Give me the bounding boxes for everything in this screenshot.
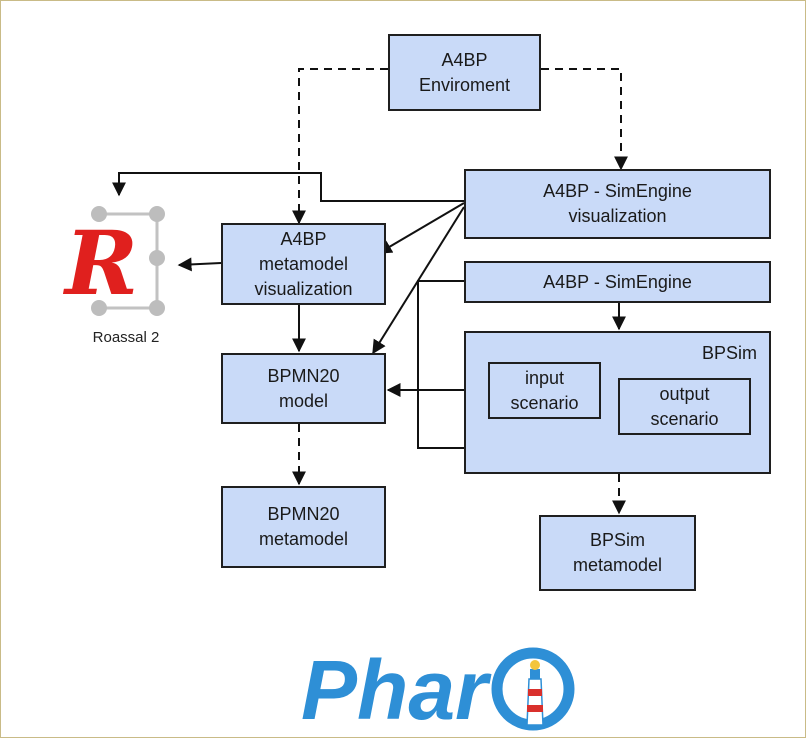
node-metamodel-visualization: A4BP metamodel visualization — [221, 223, 386, 305]
pharo-wordmark: Phar — [301, 643, 492, 737]
edge-metamodel-vis-to-roassal — [177, 257, 222, 272]
node-bpsim-metamodel: BPSim metamodel — [539, 515, 696, 591]
node-bpmn20-metamodel: BPMN20 metamodel — [221, 486, 386, 568]
node-input-scenario: input scenario — [488, 362, 601, 419]
node-bpmn20-model: BPMN20 model — [221, 353, 386, 424]
roassal-logo: R — [62, 206, 165, 316]
node-output-scenario: output scenario — [618, 378, 751, 435]
node-simengine-visualization: A4BP - SimEngine visualization — [464, 169, 771, 239]
lighthouse-icon — [491, 647, 575, 731]
edge-env-to-metamodel-vis — [292, 68, 388, 225]
roassal-letter-icon: R — [62, 211, 138, 315]
edge-env-to-simengine-vis — [541, 68, 628, 171]
pharo-logo: Phar — [301, 643, 575, 737]
edge-simengine-vis-to-metamodel-vis — [377, 202, 465, 254]
bpsim-container-label: BPSim — [701, 343, 757, 363]
edge-simengine-vis-to-roassal — [112, 172, 464, 202]
roassal-grid-icon — [91, 206, 165, 316]
node-a4bp-environment: A4BP Enviroment — [388, 34, 541, 111]
node-simengine: A4BP - SimEngine — [464, 261, 771, 303]
roassal-caption: Roassal 2 — [92, 329, 160, 346]
